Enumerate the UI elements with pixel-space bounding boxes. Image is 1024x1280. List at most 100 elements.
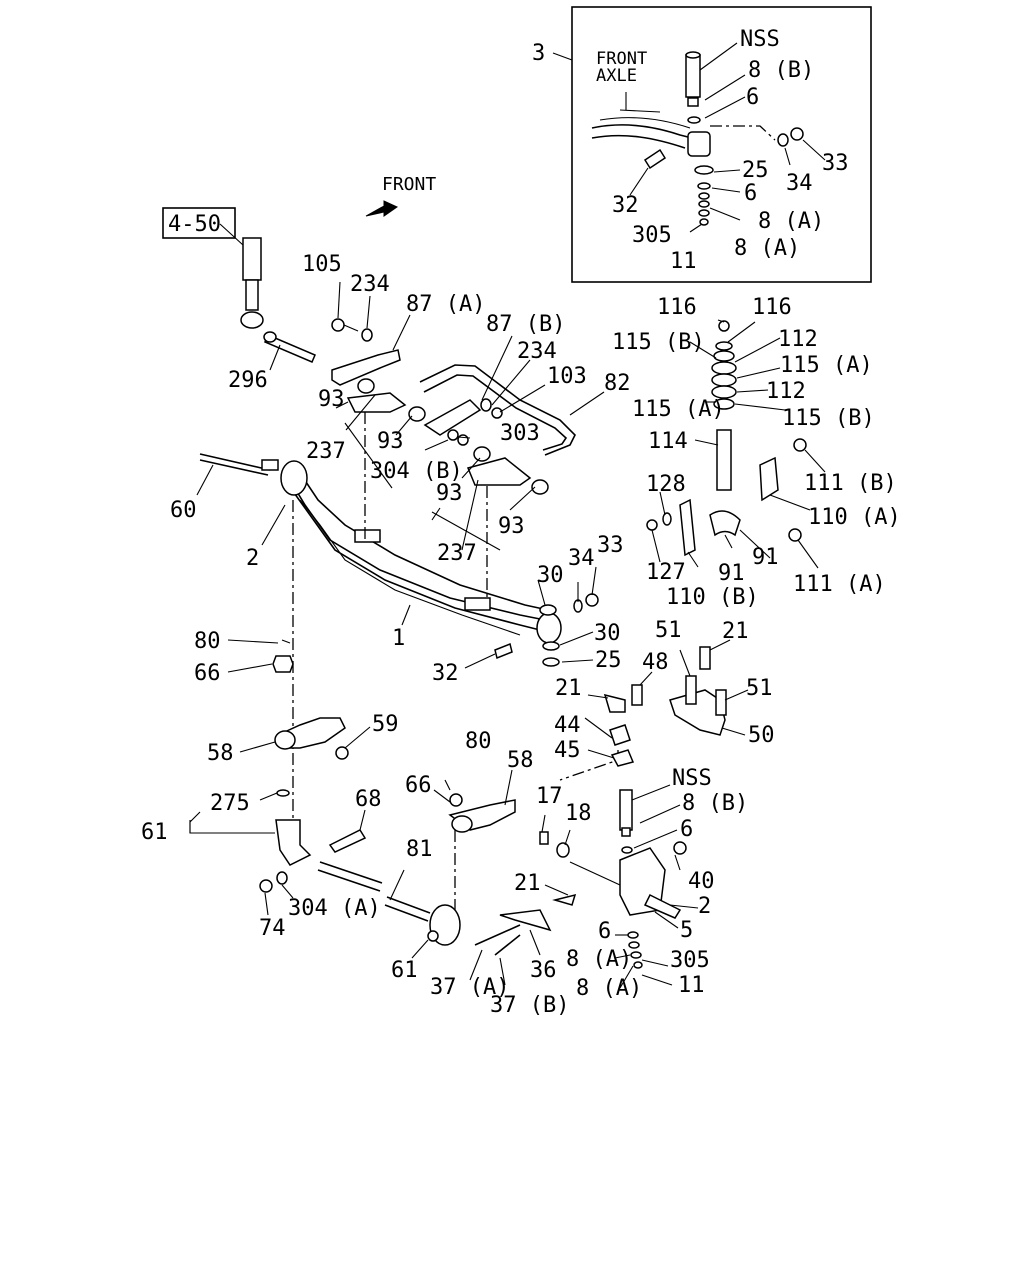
callout-91-a: 91 xyxy=(718,561,745,586)
callout-305-b: 305 xyxy=(670,948,710,973)
callout-128: 128 xyxy=(646,472,686,497)
callout-91-b: 91 xyxy=(752,545,779,570)
callout-80-b: 80 xyxy=(465,729,492,754)
shock-pin xyxy=(263,331,316,363)
callout-21-a: 21 xyxy=(722,619,749,644)
leader-lines xyxy=(189,42,826,989)
callout-25-b: 25 xyxy=(595,648,622,673)
stabilizer-brackets xyxy=(331,318,503,446)
callout-3: 3 xyxy=(532,41,545,66)
callout-34-b: 34 xyxy=(568,546,595,571)
callout-81: 81 xyxy=(406,837,433,862)
callout-66-b: 66 xyxy=(405,773,432,798)
front-arrow-icon xyxy=(365,200,399,217)
callout-8b-b: 8 (B) xyxy=(682,791,748,816)
callout-21-b: 21 xyxy=(555,676,582,701)
front-label: FRONT xyxy=(382,174,436,195)
callout-17: 17 xyxy=(536,784,563,809)
nss-label-bottom: NSS xyxy=(672,766,712,791)
callout-48: 48 xyxy=(642,650,669,675)
callout-275: 275 xyxy=(210,791,250,816)
callout-115b-b: 115 (B) xyxy=(782,406,875,431)
callout-93-c: 93 xyxy=(436,481,463,506)
callout-60: 60 xyxy=(170,498,197,523)
callout-58-b: 58 xyxy=(507,748,534,773)
nss-label-top: NSS xyxy=(740,27,780,52)
callout-93-a: 93 xyxy=(318,387,345,412)
callout-labels: FRONT FRONT AXLE NSS NSS 1 2 2 3 5 6 6 6… xyxy=(141,27,901,1018)
callout-87a: 87 (A) xyxy=(406,292,485,317)
callout-80-a: 80 xyxy=(194,629,221,654)
callout-30-a: 30 xyxy=(537,563,564,588)
callout-93-b: 93 xyxy=(377,429,404,454)
front-axle-label-1: FRONT xyxy=(596,49,647,69)
callout-66-a: 66 xyxy=(194,661,221,686)
stabilizer-clamps xyxy=(346,378,549,495)
callout-61-b: 61 xyxy=(391,958,418,983)
front-axle-beam xyxy=(199,453,599,667)
right-knuckle xyxy=(448,789,687,969)
callout-34-a: 34 xyxy=(786,171,813,196)
callout-8a-d: 8 (A) xyxy=(576,976,642,1001)
callout-93-d: 93 xyxy=(498,514,525,539)
callout-112-a: 112 xyxy=(778,327,818,352)
callout-103: 103 xyxy=(547,364,587,389)
callout-304b: 304 (B) xyxy=(370,459,463,484)
callout-8a-b: 8 (A) xyxy=(734,236,800,261)
callout-30-b: 30 xyxy=(594,621,621,646)
callout-303: 303 xyxy=(500,421,540,446)
callout-11-b: 11 xyxy=(678,973,705,998)
callout-115a-b: 115 (A) xyxy=(632,397,725,422)
bump-stopper-stack xyxy=(646,320,807,557)
callout-2: 2 xyxy=(246,546,259,571)
callout-32-a: 32 xyxy=(612,193,639,218)
callout-74: 74 xyxy=(259,916,286,941)
callout-1: 1 xyxy=(392,626,405,651)
callout-115a-a: 115 (A) xyxy=(780,353,873,378)
callout-234-a: 234 xyxy=(350,272,390,297)
tie-rod xyxy=(317,861,461,946)
callout-6-c: 6 xyxy=(680,817,693,842)
callout-110a: 110 (A) xyxy=(808,505,901,530)
shock-absorber xyxy=(219,223,264,329)
callout-44: 44 xyxy=(554,713,581,738)
front-axle-label-2: AXLE xyxy=(596,66,637,86)
callout-111b: 111 (B) xyxy=(804,471,897,496)
callout-111a: 111 (A) xyxy=(793,572,886,597)
callout-21-c: 21 xyxy=(514,871,541,896)
callout-18: 18 xyxy=(565,801,592,826)
callout-59: 59 xyxy=(372,712,399,737)
callout-237-a: 237 xyxy=(306,439,346,464)
callout-25-a: 25 xyxy=(742,158,769,183)
callout-58-a: 58 xyxy=(207,741,234,766)
stopper-bracket xyxy=(603,646,727,767)
callout-50: 50 xyxy=(748,723,775,748)
callout-37a: 37 (A) xyxy=(430,975,509,1000)
callout-51-a: 51 xyxy=(655,618,682,643)
callout-11-a: 11 xyxy=(670,249,697,274)
callout-8a-a: 8 (A) xyxy=(758,209,824,234)
callout-6-b: 6 xyxy=(744,181,757,206)
callout-87b: 87 (B) xyxy=(486,312,565,337)
callout-112-b: 112 xyxy=(766,379,806,404)
callout-2-right: 2 xyxy=(698,894,711,919)
callout-234-b: 234 xyxy=(517,339,557,364)
callout-127: 127 xyxy=(646,560,686,585)
reference-box-4-50: 4-50 xyxy=(162,207,236,239)
callout-32-b: 32 xyxy=(432,661,459,686)
callout-5: 5 xyxy=(680,918,693,943)
callout-296: 296 xyxy=(228,368,268,393)
inset-detail-box xyxy=(571,6,872,283)
left-knuckle-arm xyxy=(259,639,367,893)
callout-68: 68 xyxy=(355,787,382,812)
callout-6-a: 6 xyxy=(746,85,759,110)
callout-237-b: 237 xyxy=(437,541,477,566)
stabilizer-bar xyxy=(419,364,576,456)
callout-61-a: 61 xyxy=(141,820,168,845)
reference-label: 4-50 xyxy=(168,212,221,237)
callout-8a-c: 8 (A) xyxy=(566,947,632,972)
callout-82: 82 xyxy=(604,371,631,396)
callout-45: 45 xyxy=(554,738,581,763)
callout-114: 114 xyxy=(648,429,688,454)
callout-116-b: 116 xyxy=(752,295,792,320)
